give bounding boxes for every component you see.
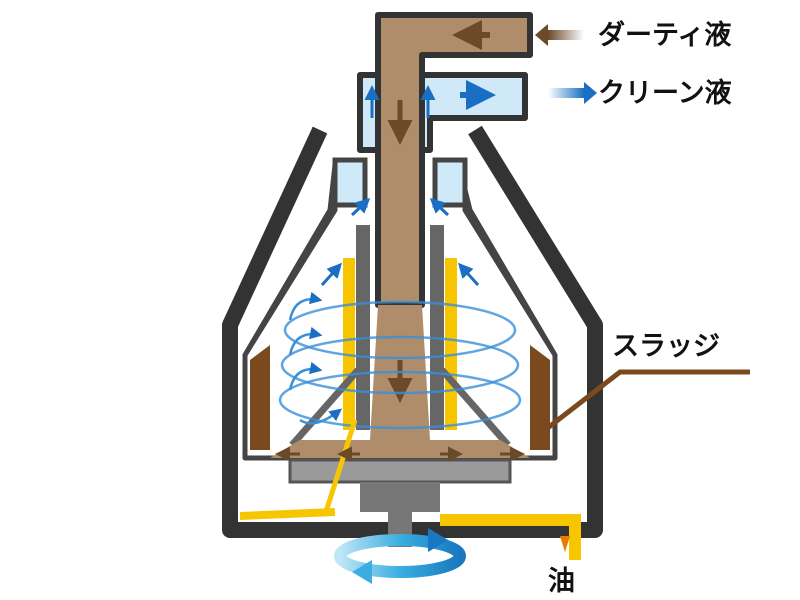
disc-plate-right <box>439 367 511 448</box>
clean-liquid-label: クリーン液 <box>598 78 732 109</box>
oil-label: 油 <box>548 566 575 597</box>
oil-leader-line <box>322 419 358 516</box>
sludge-left <box>250 345 270 450</box>
clean-up-arrow-icon <box>429 197 450 217</box>
clean-label-arrow-icon <box>548 88 584 98</box>
sludge-leader-line <box>543 369 750 432</box>
oil-layer-right <box>445 258 457 430</box>
spindle-housing <box>360 482 440 512</box>
disc-plate-left <box>289 367 361 448</box>
rotation-arrow-icon <box>334 528 466 584</box>
disc-inner-right <box>430 225 444 430</box>
swirl-flow <box>278 291 522 430</box>
clean-up-arrow-icon <box>350 197 371 217</box>
clean-flow-arrow-icon <box>320 262 343 287</box>
bowl-neck-left <box>332 157 368 208</box>
dirty-liquid-label: ダーティ液 <box>598 20 732 51</box>
bowl-neck-right <box>432 157 468 208</box>
central-cone-base <box>270 440 530 458</box>
oil-layer-left <box>343 258 355 430</box>
oil-channel-left <box>239 508 336 520</box>
oil-drop-arrow <box>560 536 570 552</box>
sludge-right <box>530 345 550 450</box>
disc-inner-left <box>356 225 370 430</box>
base-plate <box>288 458 512 484</box>
oil-channel <box>440 514 581 560</box>
dirty-label-arrow-icon <box>548 30 584 40</box>
clean-flow-arrow-icon <box>457 262 480 287</box>
housing-outline <box>222 125 603 538</box>
sludge-label: スラッジ <box>612 331 720 362</box>
